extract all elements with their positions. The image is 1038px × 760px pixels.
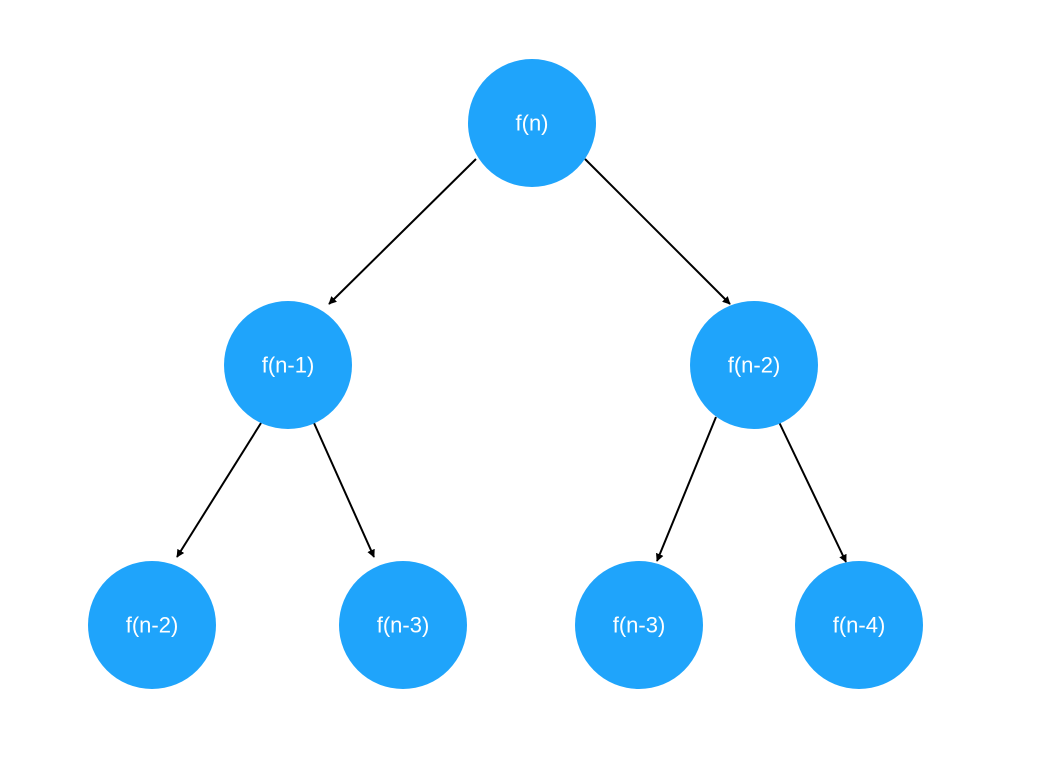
node-leaf-3-circle — [575, 561, 703, 689]
edge-right-to-leaf-3 — [656, 416, 717, 562]
node-leaf-3-label: f(n-3) — [613, 613, 666, 638]
node-root: f(n) — [468, 59, 596, 187]
node-leaf-2: f(n-3) — [339, 561, 467, 689]
node-right: f(n-2) — [690, 301, 818, 429]
edge-root-to-right — [584, 158, 731, 305]
edge-root-to-left — [328, 158, 477, 305]
node-root-label: f(n) — [516, 111, 549, 136]
node-leaf-1-label: f(n-2) — [126, 613, 179, 638]
node-left: f(n-1) — [224, 301, 352, 429]
edges — [176, 158, 847, 563]
node-leaf-4-label: f(n-4) — [833, 613, 886, 638]
edge-right-to-leaf-4 — [778, 421, 847, 563]
node-root-circle — [468, 59, 596, 187]
node-leaf-1-circle — [88, 561, 216, 689]
node-leaf-2-circle — [339, 561, 467, 689]
node-left-label: f(n-1) — [262, 353, 315, 378]
node-leaf-4: f(n-4) — [795, 561, 923, 689]
node-leaf-3: f(n-3) — [575, 561, 703, 689]
node-leaf-4-circle — [795, 561, 923, 689]
edge-left-to-leaf-2 — [313, 422, 375, 558]
node-left-circle — [224, 301, 352, 429]
edge-left-to-leaf-1 — [176, 422, 262, 558]
node-leaf-1: f(n-2) — [88, 561, 216, 689]
node-right-label: f(n-2) — [728, 353, 781, 378]
nodes: f(n) f(n-1) f(n-2) f(n-2) f(n-3) f(n-3) … — [88, 59, 923, 689]
node-right-circle — [690, 301, 818, 429]
node-leaf-2-label: f(n-3) — [377, 613, 430, 638]
